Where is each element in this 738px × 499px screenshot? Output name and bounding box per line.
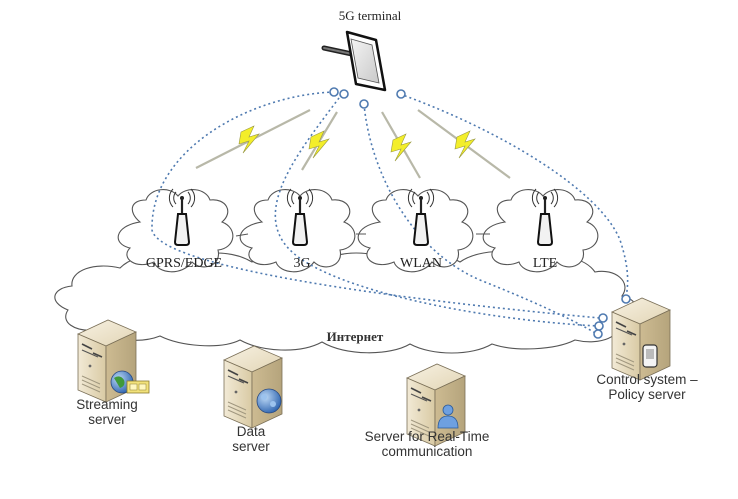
wireless-link-3g (301, 111, 338, 171)
policy-port-2 (598, 313, 608, 323)
terminal-port-4 (396, 89, 406, 99)
wireless-link-wlan (381, 111, 421, 179)
terminal-port-1 (329, 87, 339, 97)
globe-icon (256, 388, 282, 414)
wireless-link-lte (417, 109, 511, 179)
policy-server-label-line1: Control system – (596, 372, 698, 387)
tablet-terminal-icon (321, 30, 387, 92)
realtime-server-label-line1: Server for Real-Time (365, 429, 490, 444)
data-server-label-line1: Data (237, 424, 266, 439)
wireless-link-gprs (195, 109, 311, 169)
internet-label: Интернет (327, 329, 384, 344)
policy-port-4 (593, 329, 603, 339)
lightning-bolt-icon (454, 130, 476, 159)
policy-port-3 (594, 321, 604, 331)
user-icon (437, 404, 459, 429)
terminal-port-2 (339, 89, 349, 99)
terminal-port-3 (359, 99, 369, 109)
streaming-server-label-line1: Streaming (76, 397, 138, 412)
data-server (223, 345, 283, 429)
policy-server-label-line2: Policy server (608, 387, 686, 402)
signaling-links (151, 91, 629, 335)
network-label-3g: 3G (293, 256, 310, 271)
mobile-phone-icon (642, 344, 658, 368)
globe-media-icon (110, 370, 150, 394)
streaming-server (77, 319, 150, 403)
data-server-label-line2: server (232, 439, 270, 454)
policy-port-1 (621, 294, 631, 304)
network-label-gprs: GPRS/EDGE (146, 256, 222, 271)
lightning-bolt-icon (238, 125, 260, 154)
policy-server (611, 297, 671, 381)
realtime-server-label-line2: communication (382, 444, 473, 459)
network-label-lte: LTE (533, 256, 557, 271)
network-label-wlan: WLAN (400, 256, 442, 271)
streaming-server-label-line2: server (88, 412, 126, 427)
terminal-label: 5G terminal (339, 8, 402, 23)
realtime-server (406, 363, 466, 447)
